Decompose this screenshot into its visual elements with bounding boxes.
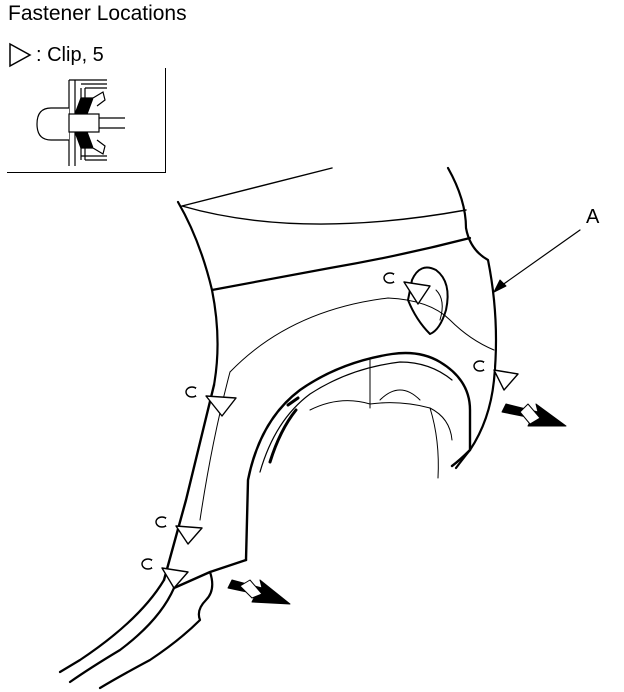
clip-marker-5 [141,558,189,589]
clip-marker-3 [185,386,237,417]
removal-arrow-right [501,403,567,427]
clip-marker-2 [473,360,519,391]
clip-triangle-icon [9,42,32,68]
legend: : Clip, 5 [8,42,104,68]
diagram-title: Fastener Locations [8,2,187,25]
clip-marker-1 [383,272,431,305]
removal-arrow-lower [227,579,291,605]
legend-text: : Clip, 5 [36,43,104,66]
clip-detail-inset [7,68,166,173]
clip-detail-drawing [36,79,125,166]
clip-marker-4 [155,516,203,545]
callout-label-a: A [586,206,600,228]
